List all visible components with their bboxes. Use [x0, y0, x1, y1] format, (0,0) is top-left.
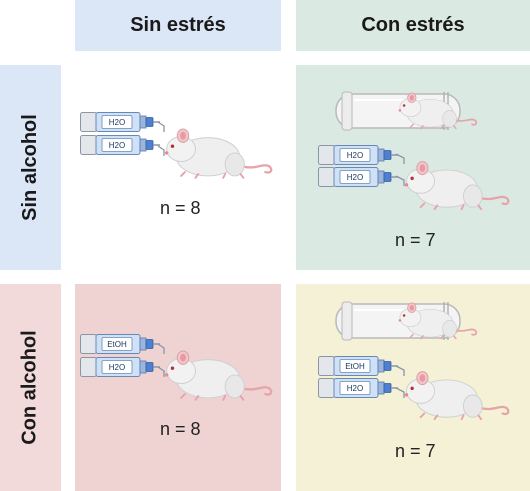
spout-icon	[395, 153, 405, 186]
mouse-icon	[400, 362, 512, 424]
bottle-label: H2O	[347, 384, 363, 393]
spout-icon	[157, 343, 165, 377]
mouse-icon	[362, 88, 512, 130]
mouse-icon	[400, 152, 512, 214]
row-header-alcohol: Con alcohol	[0, 284, 61, 491]
column-header-no-stress: Sin estrés	[75, 0, 281, 51]
mouse-icon	[160, 342, 275, 404]
bottle-label: EtOH	[107, 340, 127, 349]
water-bottle-icon: H2O	[318, 145, 400, 165]
row-header-alcohol-label: Con alcohol	[19, 330, 42, 445]
bottle-label: H2O	[109, 141, 125, 150]
water-bottle-icon: H2O	[318, 378, 400, 398]
row-header-no-alcohol-label: Sin alcohol	[19, 114, 41, 221]
mouse-icon	[160, 120, 275, 182]
bottle-label: H2O	[109, 363, 125, 372]
ethanol-bottle-icon: EtOH	[80, 334, 162, 354]
ethanol-bottle-icon: EtOH	[318, 356, 400, 376]
sample-size-label: n = 7	[395, 441, 436, 461]
column-header-stress-label: Con estrés	[361, 14, 465, 36]
sample-size-label: n = 8	[160, 198, 201, 218]
bottle-label: EtOH	[345, 362, 365, 371]
bottle-label: H2O	[347, 173, 363, 182]
water-bottle-icon: H2O	[318, 167, 400, 187]
mouse-icon	[362, 298, 512, 340]
sample-size-label: n = 7	[395, 230, 436, 250]
sample-size-label: n = 8	[160, 419, 201, 439]
water-bottle-icon: H2O	[80, 112, 162, 132]
water-bottle-icon: H2O	[80, 135, 162, 155]
column-header-no-stress-label: Sin estrés	[130, 14, 226, 36]
column-header-stress: Con estrés	[296, 0, 530, 51]
spout-icon	[157, 121, 165, 156]
spout-icon	[395, 365, 405, 398]
water-bottle-icon: H2O	[80, 357, 162, 377]
cell-alcohol-no-stress	[75, 284, 281, 491]
bottle-label: H2O	[347, 151, 363, 160]
bottle-label: H2O	[109, 118, 125, 127]
row-header-no-alcohol: Sin alcohol	[0, 65, 61, 270]
